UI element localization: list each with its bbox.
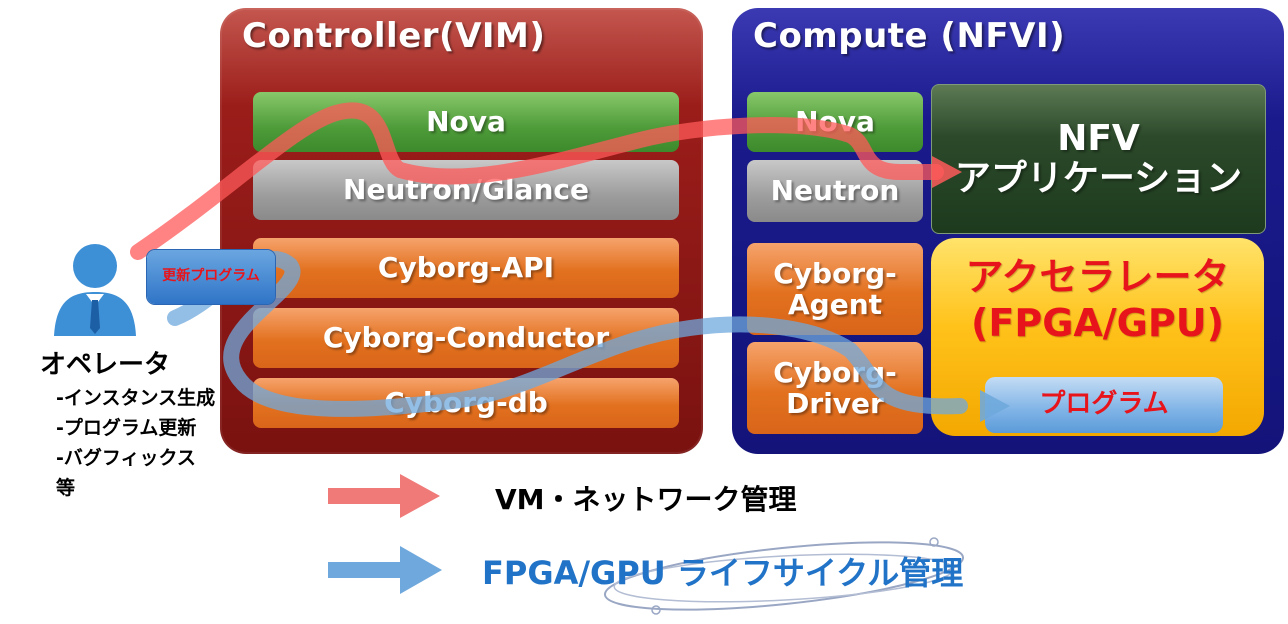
nfv-line1: NFV <box>1057 117 1140 159</box>
operator-item-update-program: -プログラム更新 <box>56 417 197 439</box>
accelerator-label: アクセラレータ (FPGA/GPU) <box>931 254 1264 347</box>
cyborg-agent-line2: Agent <box>787 288 883 321</box>
compute-title: Compute (NFVI) <box>753 16 1066 56</box>
cyborg-driver-line2: Driver <box>786 387 884 420</box>
accelerator-line2: (FPGA/GPU) <box>971 301 1224 346</box>
person-icon <box>54 244 136 336</box>
nfv-line2: アプリケーション <box>954 158 1243 199</box>
nfv-application-box: NFV アプリケーション <box>931 84 1266 234</box>
vm-network-flow-arrowhead <box>932 156 962 188</box>
legend-blue-arrow-icon <box>328 546 442 594</box>
accelerator-line1: アクセラレータ <box>965 255 1230 299</box>
cyborg-agent-line1: Cyborg- <box>773 256 897 290</box>
legend-fpga-lifecycle: FPGA/GPU ライフサイクル管理 <box>482 554 964 592</box>
fpga-lifecycle-flow-arrowhead <box>980 390 1010 422</box>
legend-swirl-decoration <box>603 537 965 615</box>
operator-title: オペレータ <box>40 350 171 380</box>
legend-vm-network: VM・ネットワーク管理 <box>495 483 797 516</box>
compute-neutron-box: Neutron <box>747 160 923 222</box>
operator-item-etc: 等 <box>56 477 76 499</box>
legend-red-arrow-icon <box>328 474 440 518</box>
update-program-tag: 更新プログラム <box>147 250 275 304</box>
operator-item-create-instance: -インスタンス生成 <box>56 387 216 409</box>
cyborg-driver-box: Cyborg- Driver <box>747 342 923 434</box>
program-box: プログラム <box>985 377 1223 433</box>
cyborg-agent-box: Cyborg- Agent <box>747 243 923 335</box>
cyborg-api-box: Cyborg-API <box>253 238 679 298</box>
controller-title: Controller(VIM) <box>242 16 546 56</box>
operator-item-bugfix: -バグフィックス <box>56 447 196 469</box>
vm-network-flow-path <box>130 102 944 260</box>
fpga-lifecycle-flow-path <box>167 251 968 417</box>
